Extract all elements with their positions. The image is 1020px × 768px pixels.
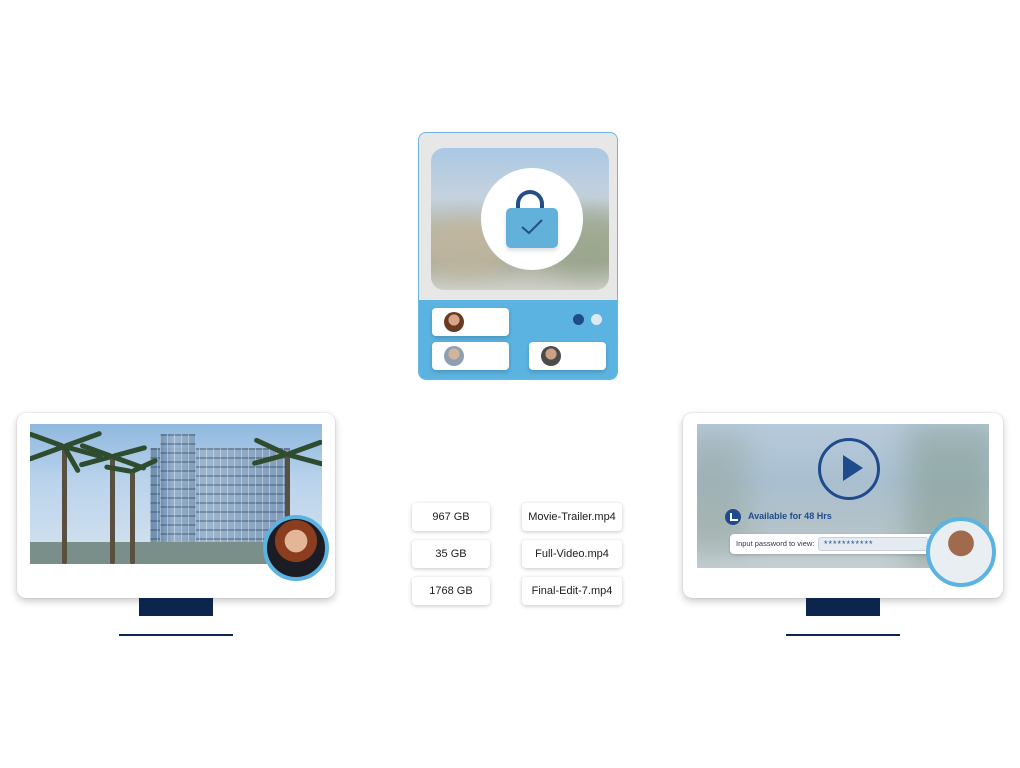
availability-text: Available for 48 Hrs [748, 511, 832, 521]
storage-size-chip: 1768 GB [412, 577, 490, 605]
monitor-base [786, 616, 900, 636]
monitor-base [119, 616, 233, 636]
monitor-stand [139, 598, 213, 616]
carousel-dot[interactable] [591, 314, 602, 325]
participant-avatar [444, 312, 464, 332]
password-input[interactable]: *********** [818, 537, 928, 551]
monitor-stand [806, 598, 880, 616]
smiling-woman-avatar[interactable] [926, 517, 996, 587]
participant-chip[interactable] [432, 308, 509, 336]
participant-chip[interactable] [432, 342, 509, 370]
left-monitor [17, 413, 335, 598]
blurred-preview [431, 148, 609, 290]
storage-size-chip: 967 GB [412, 503, 490, 531]
play-icon[interactable] [818, 438, 880, 500]
clock-icon [725, 509, 741, 525]
participant-chip[interactable] [529, 342, 606, 370]
file-name-chip[interactable]: Full-Video.mp4 [522, 540, 622, 568]
lock-check-icon [506, 208, 558, 248]
right-monitor: Available for 48 Hrs Input password to v… [683, 413, 1003, 598]
password-label: Input password to view: [736, 539, 815, 548]
password-row: Input password to view: *********** [730, 534, 935, 554]
participant-avatar [541, 346, 561, 366]
password-value: *********** [824, 539, 874, 549]
lock-badge [481, 168, 583, 270]
participants-panel [419, 300, 617, 379]
file-name-chip[interactable]: Final-Edit-7.mp4 [522, 577, 622, 605]
carousel-dot-active[interactable] [573, 314, 584, 325]
storage-size-chip: 35 GB [412, 540, 490, 568]
file-name-chip[interactable]: Movie-Trailer.mp4 [522, 503, 622, 531]
event-venue-image [30, 424, 322, 564]
lock-shackle [516, 190, 544, 220]
secure-share-card [418, 132, 618, 380]
participant-avatar [444, 346, 464, 366]
woman-with-glasses-avatar[interactable] [263, 515, 329, 581]
